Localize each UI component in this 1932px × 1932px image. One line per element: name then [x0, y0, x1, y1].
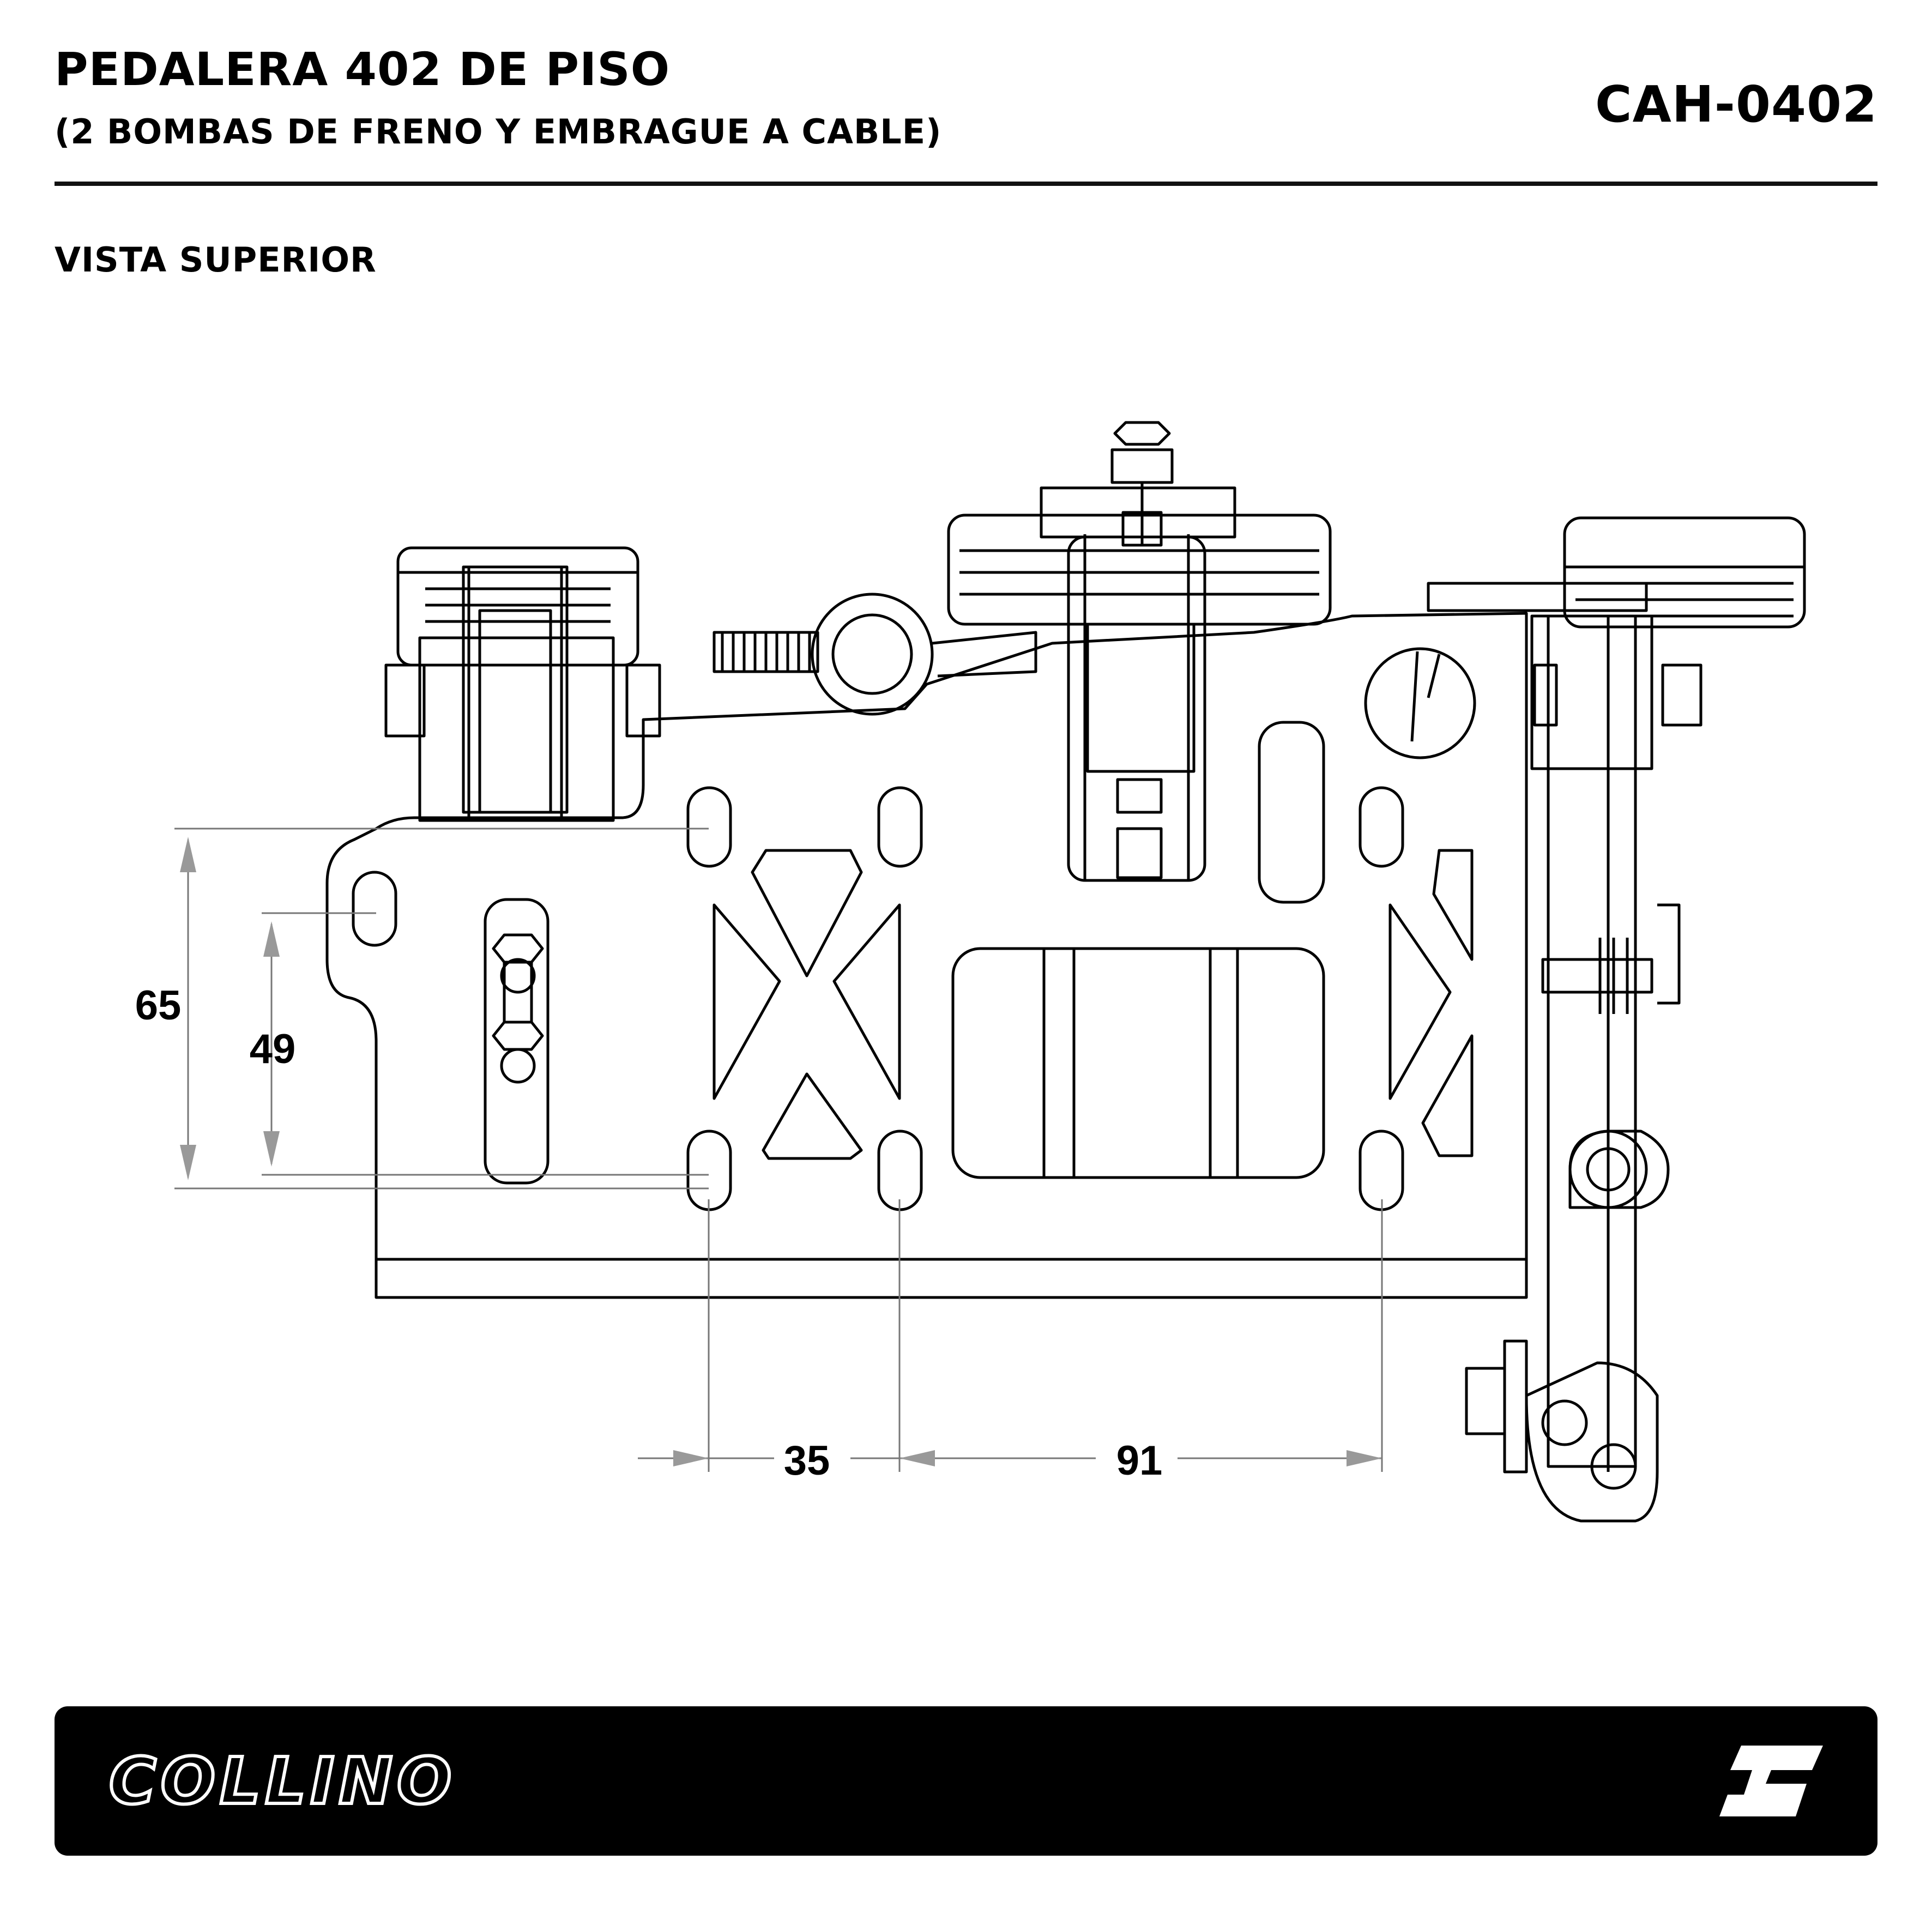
lightening-cutouts	[713, 849, 1474, 1179]
dimension-labels: 65 49 35 91	[135, 982, 1163, 1484]
center-pedal	[947, 421, 1332, 882]
right-pedal	[1427, 516, 1806, 1523]
dimension-49: 49	[250, 1026, 296, 1072]
brand-c-icon	[1719, 1746, 1823, 1816]
drawing-subtitle: (2 BOMBAS DE FRENO Y EMBRAGUE A CABLE)	[55, 112, 942, 152]
drawing-title: PEDALERA 402 DE PISO	[55, 43, 671, 96]
slot-holes	[352, 721, 1404, 1211]
dimension-lines	[174, 828, 1383, 1472]
base-plate	[325, 612, 1528, 1299]
part-code: CAH-0402	[1595, 75, 1877, 134]
dimension-91: 91	[1116, 1438, 1163, 1484]
cable-spring	[713, 593, 1037, 716]
dimension-35: 35	[784, 1438, 830, 1484]
dimension-arrows	[180, 837, 1382, 1466]
brand-footer-bar: COLLINO	[55, 1706, 1877, 1856]
view-label: VISTA SUPERIOR	[55, 240, 377, 280]
left-pedal	[384, 546, 661, 822]
header-divider	[55, 182, 1877, 186]
adjuster-nuts	[492, 933, 544, 1084]
round-hole	[1364, 647, 1476, 759]
dimension-65: 65	[135, 982, 182, 1029]
brand-logo: COLLINO	[107, 1742, 456, 1820]
